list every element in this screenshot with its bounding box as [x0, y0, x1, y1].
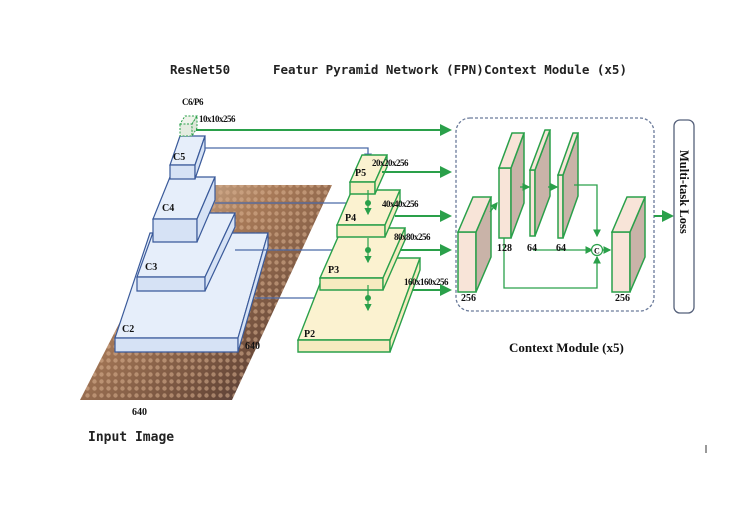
context-input-block	[456, 196, 493, 293]
p4-label: P4	[345, 213, 356, 224]
fpn-p5-block	[348, 154, 389, 195]
context-conv-64b-block	[556, 132, 580, 239]
multi-task-loss-label: Multi-task Loss	[677, 150, 691, 234]
p5-label: P5	[355, 168, 366, 179]
c2-label: C2	[122, 324, 134, 335]
c6-label: C6/P6	[182, 97, 204, 107]
p4-dimension: 40x40x256	[382, 199, 419, 209]
c3-label: C3	[145, 262, 157, 273]
input-width-label: 640	[132, 407, 147, 418]
context-channel-256-in: 256	[461, 293, 476, 304]
context-module-title: Context Module (x5)	[484, 62, 627, 77]
context-conv-128-block	[497, 132, 526, 239]
concat-node	[590, 243, 604, 257]
p2-label: P2	[304, 329, 315, 340]
input-height-label: 640	[245, 341, 260, 352]
context-channel-128: 128	[497, 243, 512, 254]
fpn-p3-block	[318, 227, 407, 291]
resnet-c5-block	[169, 135, 206, 180]
p5-dimension: 20x20x256	[372, 158, 409, 168]
fpn-title: Featur Pyramid Network (FPN)	[273, 62, 484, 77]
p3-label: P3	[328, 265, 339, 276]
p3-dimension: 80x80x256	[394, 232, 431, 242]
concat-symbol: C	[594, 247, 600, 256]
context-channel-64a: 64	[527, 243, 537, 254]
c5-label: C5	[173, 152, 185, 163]
context-connections	[489, 183, 674, 289]
context-module-caption: Context Module (x5)	[509, 340, 624, 355]
context-module-box	[455, 117, 655, 312]
p2-dimension: 160x160x256	[404, 277, 449, 287]
multi-task-loss-box	[673, 119, 695, 314]
resnet-c4-block	[152, 176, 216, 243]
context-conv-64a-block	[528, 129, 552, 237]
context-output-block	[610, 196, 647, 293]
input-image-label: Input Image	[88, 430, 174, 445]
resnet-title: ResNet50	[170, 62, 230, 77]
c6-dimension: 10x10x256	[199, 114, 236, 124]
context-channel-64b: 64	[556, 243, 566, 254]
resnet-c6-block	[179, 114, 198, 138]
c4-label: C4	[162, 203, 174, 214]
fpn-to-context-arrows	[196, 124, 452, 296]
top-down-connections	[364, 190, 372, 312]
context-channel-256-out: 256	[615, 293, 630, 304]
